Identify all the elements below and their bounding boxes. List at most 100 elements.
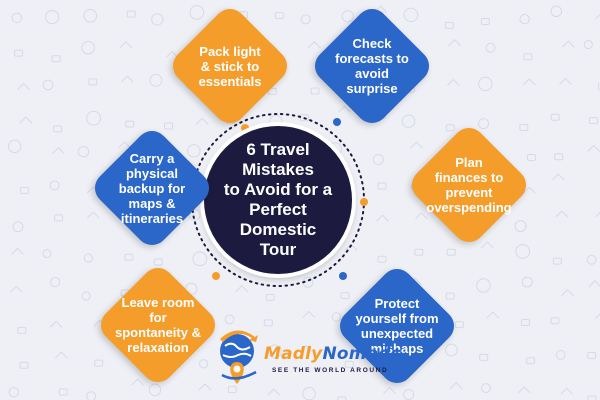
background-doodle bbox=[83, 253, 93, 263]
background-doodle bbox=[481, 383, 491, 394]
background-doodle bbox=[267, 87, 277, 95]
background-doodle bbox=[83, 8, 98, 23]
background-doodle bbox=[454, 321, 464, 329]
background-doodle bbox=[449, 382, 463, 390]
background-doodle bbox=[224, 314, 235, 325]
tip-diamond-pack-light: Pack light & stick to essentials bbox=[166, 2, 294, 130]
background-doodle bbox=[448, 39, 461, 47]
background-doodle bbox=[586, 254, 597, 265]
center-title: 6 Travel Mistakes to Avoid for a Perfect… bbox=[223, 140, 333, 259]
background-doodle bbox=[49, 320, 63, 328]
background-doodle bbox=[192, 251, 208, 267]
background-doodle bbox=[479, 353, 489, 361]
background-doodle bbox=[86, 110, 102, 126]
background-doodle bbox=[550, 5, 563, 17]
background-doodle bbox=[587, 352, 597, 360]
background-doodle bbox=[526, 357, 536, 365]
background-doodle bbox=[561, 40, 575, 48]
background-doodle bbox=[344, 360, 354, 368]
background-doodle bbox=[19, 186, 29, 194]
background-doodle bbox=[589, 117, 599, 125]
brand-logo: MadlyNomads SEE THE WORLD AROUND bbox=[212, 325, 401, 387]
background-doodle bbox=[42, 79, 54, 91]
background-doodle bbox=[58, 388, 68, 396]
background-doodle bbox=[11, 12, 23, 24]
background-doodle bbox=[124, 253, 134, 261]
background-doodle bbox=[338, 105, 351, 113]
background-doodle bbox=[153, 258, 163, 266]
background-doodle bbox=[7, 139, 22, 154]
background-doodle bbox=[14, 49, 24, 57]
background-doodle bbox=[274, 12, 284, 20]
background-doodle bbox=[550, 113, 560, 121]
background-doodle bbox=[164, 122, 174, 130]
background-doodle bbox=[485, 42, 496, 53]
background-doodle bbox=[486, 311, 500, 319]
ring-dot-orange bbox=[241, 124, 249, 132]
background-doodle bbox=[267, 388, 281, 396]
background-doodle bbox=[19, 361, 29, 369]
background-doodle bbox=[551, 173, 565, 181]
background-doodle bbox=[235, 285, 249, 293]
background-doodle bbox=[587, 144, 600, 152]
background-doodle bbox=[86, 391, 97, 400]
background-doodle bbox=[594, 313, 600, 320]
background-doodle bbox=[372, 153, 384, 166]
logo-name-part2: Nomads bbox=[322, 344, 402, 364]
center-circle: 6 Travel Mistakes to Avoid for a Perfect… bbox=[204, 126, 352, 274]
tip-label: Protect yourself from unexpected mishaps bbox=[355, 296, 439, 356]
background-doodle bbox=[199, 359, 209, 369]
background-doodle bbox=[49, 180, 60, 191]
background-doodle bbox=[19, 116, 33, 124]
tip-label: Check forecasts to avoid surprise bbox=[335, 36, 409, 96]
background-doodle bbox=[480, 17, 490, 25]
tip-diamond-protect-yourself: Protect yourself from unexpected mishaps bbox=[333, 262, 461, 390]
background-doodle bbox=[446, 78, 460, 86]
background-doodle bbox=[227, 386, 237, 394]
background-doodle bbox=[515, 244, 531, 259]
background-doodle bbox=[50, 277, 61, 288]
background-doodle bbox=[299, 344, 313, 353]
tip-label: Carry a physical backup for maps & itine… bbox=[118, 150, 186, 226]
background-doodle bbox=[523, 53, 533, 61]
background-doodle bbox=[131, 378, 144, 386]
background-doodle bbox=[148, 383, 162, 397]
background-doodle bbox=[12, 221, 24, 233]
background-doodle bbox=[51, 55, 61, 63]
background-doodle bbox=[94, 359, 104, 367]
background-doodle bbox=[340, 292, 350, 300]
background-doodle bbox=[552, 257, 562, 265]
background-doodle bbox=[403, 7, 419, 23]
background-doodle bbox=[52, 147, 65, 155]
background-doodle bbox=[126, 10, 136, 18]
background-doodle bbox=[595, 13, 600, 20]
tip-label: Pack light & stick to essentials bbox=[198, 43, 262, 89]
background-doodle bbox=[445, 292, 455, 300]
background-doodle bbox=[522, 78, 536, 86]
logo-tagline: SEE THE WORLD AROUND bbox=[272, 367, 389, 374]
background-doodle bbox=[583, 39, 593, 50]
background-doodle bbox=[267, 344, 282, 359]
background-doodle bbox=[521, 276, 533, 288]
logo-name-part1: Madly bbox=[264, 344, 323, 364]
background-doodle bbox=[415, 212, 428, 220]
background-doodle bbox=[337, 396, 347, 400]
background-doodle bbox=[595, 211, 600, 218]
background-doodle bbox=[401, 114, 416, 128]
background-doodle bbox=[555, 210, 569, 218]
background-doodle bbox=[480, 241, 494, 249]
background-doodle bbox=[125, 120, 135, 128]
background-doodle bbox=[8, 387, 19, 398]
background-doodle bbox=[444, 21, 454, 29]
background-doodle bbox=[88, 78, 98, 86]
ring-dot-orange bbox=[360, 198, 368, 206]
background-doodle bbox=[517, 386, 531, 394]
logo-name: MadlyNomads bbox=[264, 344, 401, 364]
background-doodle bbox=[414, 248, 424, 256]
background-doodle bbox=[554, 153, 564, 161]
background-doodle bbox=[9, 285, 23, 293]
background-doodle bbox=[560, 387, 574, 395]
background-doodle bbox=[331, 312, 342, 322]
background-doodle bbox=[561, 289, 574, 297]
background-doodle bbox=[519, 124, 529, 132]
